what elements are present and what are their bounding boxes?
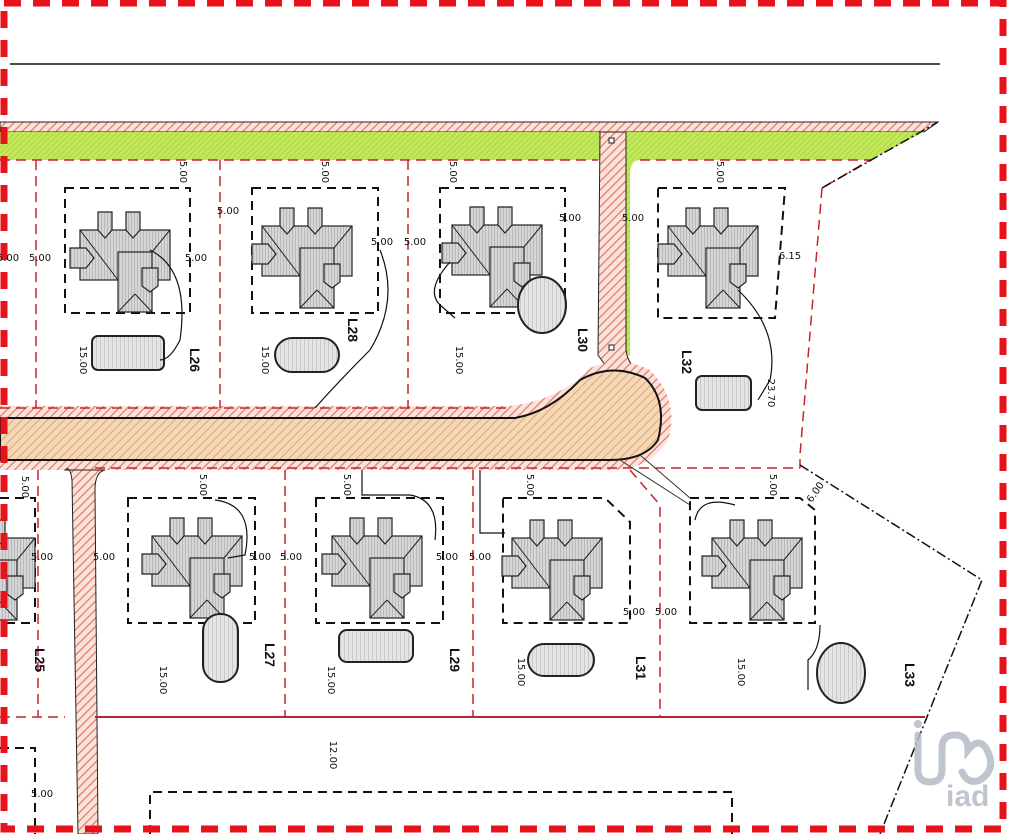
dimension-label: 5.00 — [19, 476, 30, 498]
dimension-label: 23.70 — [765, 379, 776, 408]
dimension-label: 6.15 — [779, 251, 801, 262]
main-road — [0, 369, 662, 461]
dimension-label: 5.00 — [0, 253, 19, 264]
access-line — [619, 459, 691, 506]
pedestrian-path-south — [63, 468, 106, 834]
pool-l26 — [91, 335, 165, 371]
dimension-label: 5.00 — [655, 607, 677, 618]
watermark-text: iad — [946, 780, 989, 813]
lot-dividers — [0, 160, 823, 718]
driveways — [149, 249, 821, 690]
dimension-label: 15.00 — [325, 666, 336, 695]
green-strip-left — [0, 132, 602, 160]
pool-l32 — [695, 375, 752, 411]
lot-label-l27: L27 — [262, 643, 278, 667]
dimension-label: 5.00 — [249, 552, 271, 563]
lot-label-l31: L31 — [633, 656, 649, 680]
dimension-label: 5.00 — [469, 552, 491, 563]
house-l32 — [657, 207, 759, 309]
dimension-label: 5.00 — [404, 237, 426, 248]
house-l33 — [701, 519, 803, 621]
house-l26 — [69, 211, 171, 313]
dimension-label: 5.00 — [31, 789, 53, 800]
dimension-annotations: 5.00 5.00 5.00 5.00 5.00 5.00 5.00 5.00 5.00 5.00… — [0, 161, 827, 800]
dimension-label: 15.00 — [259, 346, 270, 375]
dimension-label: 5.00 — [371, 237, 393, 248]
pedestrian-path-north — [597, 131, 642, 373]
dimension-label: 5.00 — [29, 253, 51, 264]
lot-label-l30: L30 — [575, 328, 591, 352]
pools — [91, 276, 866, 704]
path-marker — [608, 344, 615, 351]
dimension-label: 5.00 — [31, 552, 53, 563]
lot-label-l33: L33 — [902, 663, 918, 687]
dimension-label: 15.00 — [735, 658, 746, 687]
dimension-label: 15.00 — [453, 346, 464, 375]
house-l28 — [251, 207, 353, 309]
dimension-label: 5.00 — [436, 552, 458, 563]
dimension-label: 5.00 — [341, 474, 352, 496]
lot-label-l25: L25 — [32, 648, 48, 672]
access-line — [639, 454, 691, 499]
lot-label-l32: L32 — [679, 350, 695, 374]
boundary-dashdot — [799, 464, 983, 834]
dimension-label: 15.00 — [77, 346, 88, 375]
dimension-label: 5.00 — [623, 607, 645, 618]
dimension-label: 5.00 — [197, 474, 208, 496]
path-marker — [608, 137, 615, 144]
pool-l31 — [527, 643, 595, 677]
dimension-label: 5.00 — [177, 161, 188, 183]
lot-label-l29: L29 — [447, 648, 463, 672]
pool-l29 — [338, 629, 414, 663]
dimension-label: 12.00 — [327, 741, 338, 770]
dimension-label: 5.00 — [524, 474, 535, 496]
lot-label-l28: L28 — [345, 318, 361, 342]
dimension-label: 5.00 — [447, 161, 458, 183]
green-strip-right — [626, 132, 924, 356]
dimension-label: 5.00 — [185, 253, 207, 264]
pool-l27 — [202, 613, 239, 683]
house-l31 — [501, 519, 603, 621]
lot-label-l26: L26 — [187, 348, 203, 372]
dimension-label: 5.00 — [767, 474, 778, 496]
dimension-label: 5.00 — [280, 552, 302, 563]
house-l27 — [141, 517, 243, 619]
dimension-label: 15.00 — [515, 658, 526, 687]
iad-watermark-logo: iad — [914, 720, 995, 813]
pool-l28 — [274, 337, 340, 373]
dimension-label: 5.00 — [217, 206, 239, 217]
dimension-label: 5.00 — [93, 552, 115, 563]
dimension-label: 5.00 — [559, 213, 581, 224]
dimension-label: 5.00 — [622, 213, 644, 224]
dimension-label: 6.00 — [805, 480, 827, 505]
top-hatched-strip — [0, 121, 940, 133]
dimension-label: 15.00 — [157, 666, 168, 695]
house-l29 — [321, 517, 423, 619]
dimension-label: 5.00 — [714, 161, 725, 183]
pool-l33 — [816, 642, 866, 704]
pool-l30 — [517, 276, 567, 334]
dimension-label: 5.00 — [319, 161, 330, 183]
boundary-dashdot — [821, 121, 939, 189]
lot-frontage-line — [640, 159, 873, 189]
